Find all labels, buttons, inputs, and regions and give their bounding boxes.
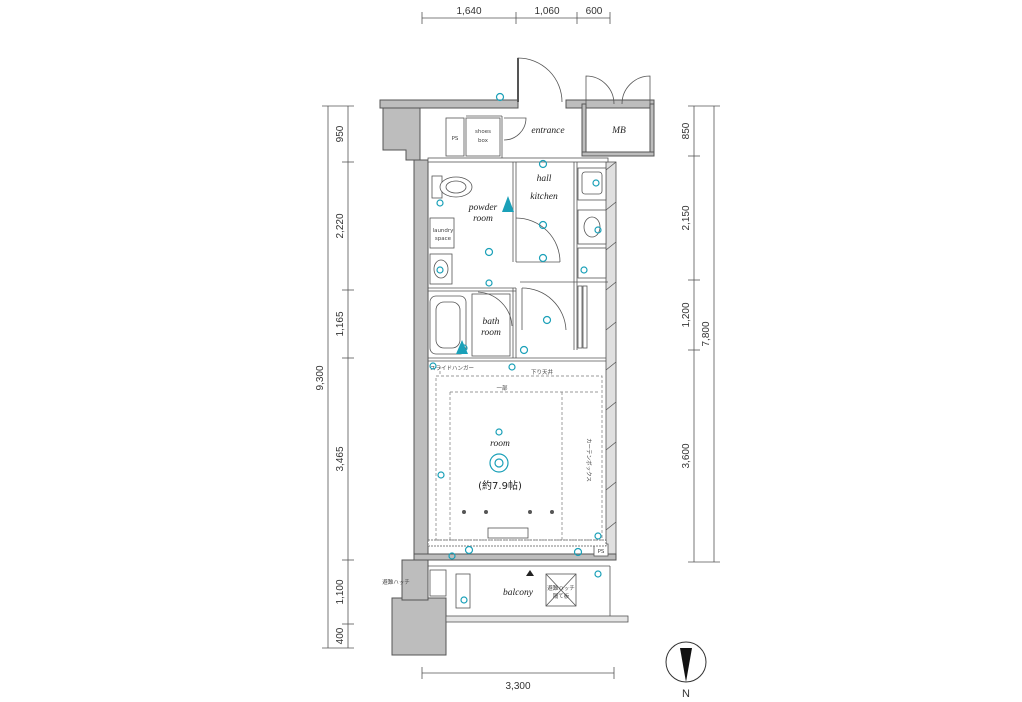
- label-laundry: laundry: [433, 228, 455, 234]
- note-dropped-ceiling: 下り天井: [531, 368, 554, 376]
- ceiling-light-icon: [489, 453, 509, 473]
- label-ps-bottom: PS: [598, 549, 605, 555]
- outlet-icon: [592, 179, 600, 187]
- left-dimension-line: 950 2,220 1,165 3,465 1,100 400 9,300: [315, 105, 354, 649]
- north-arrow-icon: [680, 648, 692, 682]
- right-dim-2: 2,150: [681, 205, 692, 230]
- outlet-icon: [429, 362, 437, 370]
- light-icon: [519, 345, 529, 355]
- shoes-box-fixture: [465, 117, 501, 157]
- bottom-dimension-line: 3,300: [421, 667, 615, 692]
- dropped-ceiling: [435, 366, 603, 541]
- outlet-icon: [460, 596, 468, 604]
- compass-label: N: [682, 688, 690, 700]
- left-dim-3: 1,165: [335, 311, 346, 336]
- outlet-icon: [594, 570, 602, 578]
- right-dimension-line: 850 2,150 1,200 3,600 7,800: [681, 105, 720, 563]
- outlet-icon: [573, 547, 583, 557]
- right-wall-hatch: [605, 161, 617, 531]
- bottom-dim: 3,300: [505, 681, 530, 692]
- label-box: box: [478, 138, 489, 144]
- left-dim-5: 1,100: [335, 579, 346, 604]
- label-mb: MB: [611, 126, 626, 136]
- label-bath: bath: [483, 317, 500, 327]
- label-kitchen: kitchen: [530, 192, 558, 202]
- light-icon: [538, 159, 548, 169]
- label-ps-top: PS: [452, 136, 459, 142]
- compass: N: [665, 641, 707, 700]
- label-entrance: entrance: [531, 126, 564, 136]
- annotations: スライドハンガー 下り天井 一部 カーテンボックス 避難ハッチ 避難ハッチ 隔て…: [382, 364, 593, 600]
- top-dim-1: 1,640: [456, 6, 481, 17]
- label-space: space: [435, 236, 452, 242]
- label-room-size: (約7.9帖): [478, 479, 522, 492]
- label-powder-room: room: [473, 214, 493, 224]
- top-dim-2: 1,060: [534, 6, 559, 17]
- note-dropped-ceiling-part: 一部: [496, 384, 508, 392]
- fixtures: [427, 117, 629, 623]
- left-dim-6: 400: [335, 627, 346, 644]
- outlet-icon: [436, 266, 444, 274]
- outlet-icon: [580, 266, 588, 274]
- electrical-symbols: [429, 92, 602, 604]
- note-balcony-2: 隔て板: [553, 592, 570, 600]
- outlet-icon: [437, 471, 445, 479]
- outlet-icon: [448, 552, 456, 560]
- outlet-icon: [495, 428, 503, 436]
- walls: [379, 99, 655, 656]
- note-emergency: 避難ハッチ: [382, 578, 410, 586]
- label-powder: powder: [468, 203, 498, 213]
- light-icon: [538, 220, 548, 230]
- label-balcony: balcony: [503, 588, 534, 598]
- light-icon: [484, 247, 494, 257]
- right-dim-total: 7,800: [701, 321, 712, 346]
- note-balcony-1: 避難ハッチ: [547, 584, 575, 592]
- outlet-icon: [594, 532, 602, 540]
- left-dim-4: 3,465: [335, 446, 346, 471]
- right-dim-4: 3,600: [681, 443, 692, 468]
- right-dim-3: 1,200: [681, 302, 692, 327]
- light-icon: [542, 315, 552, 325]
- switch-icon: [456, 340, 468, 354]
- top-dimension-line: 1,640 1,060 600: [421, 6, 611, 24]
- label-bath-room: room: [481, 328, 501, 338]
- doors: [477, 57, 651, 349]
- left-dim-1: 950: [335, 125, 346, 142]
- right-dim-1: 850: [681, 122, 692, 139]
- outlet-icon: [485, 279, 493, 287]
- left-dim-2: 2,220: [335, 213, 346, 238]
- top-dim-3: 600: [586, 6, 603, 17]
- light-icon: [538, 253, 548, 263]
- label-shoes: shoes: [475, 129, 491, 135]
- note-curtain-box: カーテンボックス: [585, 438, 593, 482]
- partitions: [427, 115, 609, 362]
- label-room: room: [490, 439, 510, 449]
- note-slide-hanger: スライドハンガー: [430, 364, 474, 372]
- label-hall: hall: [537, 174, 552, 184]
- outlet-icon: [464, 545, 474, 555]
- balcony-arrow-icon: [526, 570, 534, 576]
- outlet-icon: [436, 199, 444, 207]
- left-dim-total: 9,300: [315, 365, 326, 390]
- switch-icon: [502, 196, 514, 212]
- outlet-icon: [508, 363, 516, 371]
- outlet-icon: [495, 92, 505, 102]
- outlet-icon: [594, 226, 602, 234]
- room-labels: entrance MB PS shoes box hall kitchen po…: [433, 126, 626, 598]
